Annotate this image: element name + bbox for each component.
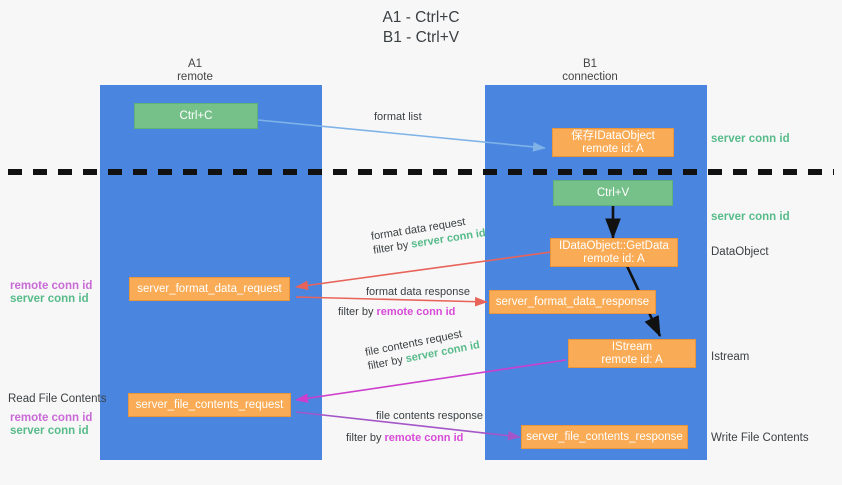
edge-label-line1: format data response <box>366 286 470 298</box>
edge-label-line1: file contents response <box>376 410 484 422</box>
annotation-istream: Istream <box>711 351 750 363</box>
annotation-server-conn-id: server conn id <box>10 293 89 305</box>
node-istream[interactable]: IStream remote id: A <box>568 339 696 368</box>
annotation-remote-conn-id: remote conn id <box>10 280 93 292</box>
edge-label-line2: filter by remote conn id <box>346 432 464 444</box>
annotation-remote-conn-id-2: remote conn id <box>10 412 93 424</box>
annotation-dataobject: DataObject <box>711 246 769 258</box>
edge-label-format-data-response: format data response filter by remote co… <box>338 285 470 319</box>
node-ctrl-c[interactable]: Ctrl+C <box>134 103 258 129</box>
diagram-title: A1 - Ctrl+C B1 - Ctrl+V <box>382 9 460 46</box>
node-ctrl-v[interactable]: Ctrl+V <box>553 180 673 206</box>
node-server-file-contents-request[interactable]: server_file_contents_request <box>128 393 291 417</box>
annotation-server-conn-id-2: server conn id <box>10 425 89 437</box>
edge-label-line2: filter by remote conn id <box>338 306 456 318</box>
lane-header-b1: B1 connection <box>562 58 618 83</box>
node-server-format-data-request[interactable]: server_format_data_request <box>129 277 290 301</box>
edge-label-file-contents-request: file contents request filter by server c… <box>364 324 481 373</box>
annotation-read-file-contents: Read File Contents <box>8 393 107 405</box>
annotation-server-conn-id-mid: server conn id <box>711 211 790 223</box>
node-server-file-contents-response[interactable]: server_file_contents_response <box>521 425 688 449</box>
node-idataobject-create[interactable]: 保存IDataObject remote id: A <box>552 128 674 157</box>
annotation-write-file-contents: Write File Contents <box>711 432 809 444</box>
annotation-server-conn-id-top: server conn id <box>711 133 790 145</box>
edge-label-format-list: format list <box>374 111 422 123</box>
edge-label-format-data-request: format data request filter by server con… <box>370 212 487 257</box>
node-idataobject-getdata[interactable]: IDataObject::GetData remote id: A <box>550 238 678 267</box>
edge-label-file-contents-response: file contents response filter by remote … <box>346 409 484 445</box>
node-server-format-data-response[interactable]: server_format_data_response <box>489 290 656 314</box>
lane-header-a1: A1 remote <box>177 58 213 83</box>
